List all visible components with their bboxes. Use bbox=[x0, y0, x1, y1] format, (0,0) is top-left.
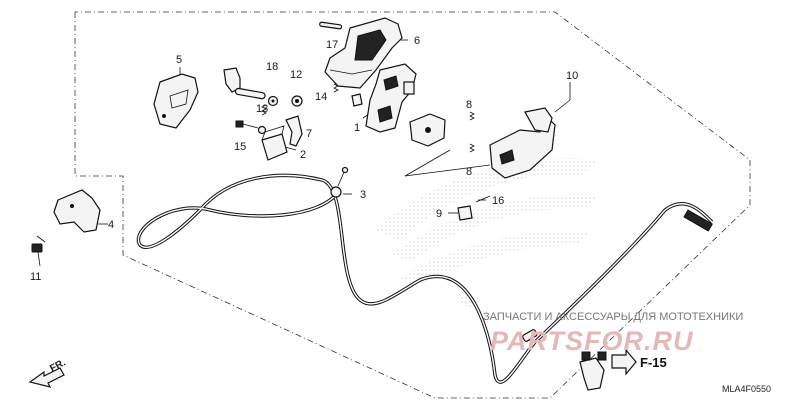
callout-3: 3 bbox=[360, 189, 366, 201]
assembly-border bbox=[74, 11, 751, 399]
callout-15: 15 bbox=[234, 141, 246, 153]
callout-18: 18 bbox=[266, 61, 278, 73]
callout-11: 11 bbox=[30, 271, 41, 283]
part-6-housing bbox=[324, 17, 403, 89]
part-7-clip bbox=[285, 115, 303, 147]
honda-wing-logo bbox=[375, 158, 600, 308]
callout-10: 10 bbox=[566, 70, 578, 82]
part-5-cover bbox=[153, 73, 199, 129]
callout-14: 14 bbox=[315, 91, 327, 103]
part-17-pin bbox=[319, 21, 343, 30]
part-3-cable bbox=[136, 166, 714, 384]
part-13-spring bbox=[261, 104, 267, 116]
part-18-lever bbox=[223, 67, 279, 107]
part-9-clip bbox=[457, 205, 473, 221]
part-11-bolt bbox=[31, 235, 46, 253]
callout-5: 5 bbox=[176, 54, 182, 66]
part-8-springs bbox=[469, 111, 475, 153]
part-2-lock-body bbox=[261, 125, 288, 161]
part-14-spring bbox=[333, 83, 363, 107]
part-1-latch bbox=[365, 63, 417, 133]
callout-9: 9 bbox=[436, 208, 442, 220]
watermark-line2: PARTSFOR.RU bbox=[490, 326, 694, 356]
callout-16: 16 bbox=[492, 195, 504, 207]
diagram-code: MLA4F0550 bbox=[722, 384, 771, 394]
callout-8a: 8 bbox=[466, 99, 472, 111]
callout-1: 1 bbox=[354, 122, 360, 134]
callout-4: 4 bbox=[108, 219, 114, 231]
part-4-bracket bbox=[53, 189, 101, 233]
callout-2: 2 bbox=[300, 149, 306, 161]
reference-label: F-15 bbox=[640, 355, 667, 370]
callout-12: 12 bbox=[290, 69, 302, 81]
callout-8b: 8 bbox=[466, 166, 472, 178]
f15-reference-part bbox=[579, 348, 637, 391]
front-arrow bbox=[28, 367, 65, 388]
part-12-washer bbox=[291, 95, 303, 107]
callout-6: 6 bbox=[414, 35, 420, 47]
callout-13: 13 bbox=[256, 103, 268, 115]
callout-17: 17 bbox=[326, 39, 338, 51]
watermark-line1: ЗАПЧАСТИ И АКСЕССУАРЫ ДЛЯ МОТОТЕХНИКИ bbox=[483, 311, 743, 323]
part-15-bolt bbox=[235, 120, 267, 135]
callout-labels: 1 2 3 4 5 6 7 8 8 9 10 11 12 13 14 15 16… bbox=[30, 35, 578, 283]
front-arrow-label: FR. bbox=[48, 357, 68, 374]
callout-7: 7 bbox=[306, 128, 312, 140]
part-16-pin bbox=[475, 195, 491, 203]
part-10-lock-mechanism bbox=[409, 107, 556, 179]
